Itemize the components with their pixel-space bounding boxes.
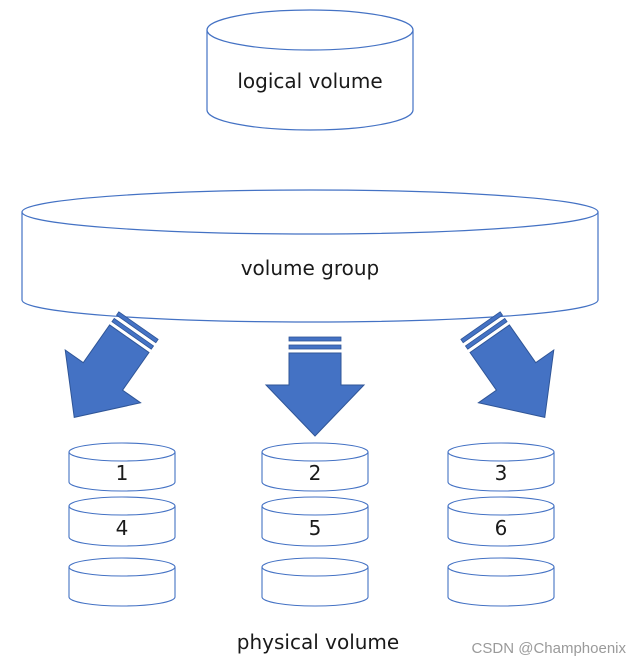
- physical-disk-label: 6: [495, 516, 508, 540]
- physical-disk: 3: [447, 442, 555, 492]
- physical-disk: 4: [68, 496, 176, 547]
- physical-disk: [447, 557, 555, 607]
- physical-disk: [261, 557, 369, 607]
- physical-disks: 1 2 3 4 5 6: [68, 442, 555, 607]
- physical-volume-label: physical volume: [237, 630, 399, 654]
- physical-disk-label: 5: [309, 516, 322, 540]
- physical-disk-label: 1: [116, 461, 129, 485]
- physical-disk: 5: [261, 496, 369, 547]
- physical-disk: 2: [261, 442, 369, 492]
- arrow-right: [460, 311, 555, 418]
- physical-disk: 1: [68, 442, 176, 492]
- watermark: CSDN @Champhoenix: [472, 640, 627, 657]
- logical-volume-cylinder: logical volume: [206, 9, 414, 131]
- physical-disk-label: 2: [309, 461, 322, 485]
- physical-disk: [68, 557, 176, 607]
- arrow-left: [64, 311, 159, 418]
- physical-disk: 6: [447, 496, 555, 547]
- physical-disk-label: 3: [495, 461, 508, 485]
- volume-group-cylinder: volume group: [21, 189, 599, 323]
- physical-disk-label: 4: [116, 516, 129, 540]
- arrow-middle: [264, 336, 366, 437]
- volume-group-label: volume group: [241, 256, 380, 280]
- logical-volume-label: logical volume: [237, 69, 382, 93]
